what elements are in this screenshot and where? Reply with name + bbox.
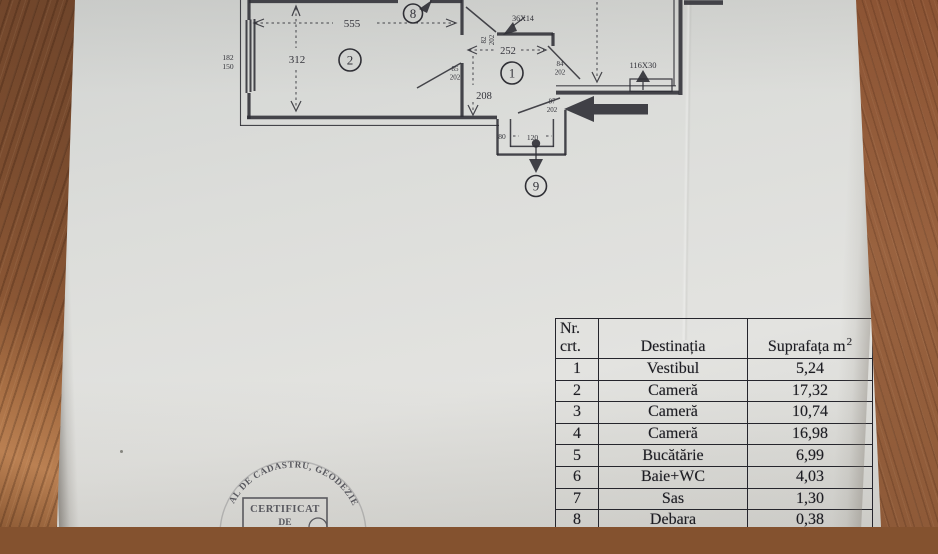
photo-of-floor-plan-document: { "theme":{"ink":"#33333a","paper":"#dcd…: [0, 0, 938, 527]
badge-room1: 1: [509, 66, 516, 81]
door85-height: 202: [450, 74, 461, 82]
dim-312: 312: [289, 54, 306, 66]
header-destinatia-label: Destinația: [640, 338, 706, 355]
table-row: 6 Baie+WC 4,03: [556, 466, 872, 489]
table-row: 3 Cameră 10,74: [556, 402, 872, 424]
cell-nr: 9: [556, 532, 599, 553]
badge-door8: 8: [410, 6, 417, 21]
point-9-arrow: [529, 159, 543, 173]
cell-supra: 0,38: [796, 511, 824, 529]
dimension-arrowheads: [252, 4, 603, 117]
cell-nr: 6: [556, 466, 599, 488]
cell-dest: Sas: [599, 488, 748, 510]
point-9-dot: [531, 139, 541, 148]
table-header-row: Nr. crt. Destinația Suprafața m2: [556, 319, 872, 359]
table-row: 5 Bucătărie 6,99: [556, 445, 872, 467]
window-dim-150: 150: [222, 62, 234, 71]
cell-supra: 4,03: [796, 468, 824, 486]
stamp-line1: CERTIFICAT: [250, 504, 320, 515]
cell-nr: 3: [556, 402, 599, 423]
header-suprafata-label: Suprafața m2: [767, 335, 853, 356]
header-nr: Nr.: [560, 320, 580, 337]
door87-height: 202: [547, 106, 558, 114]
window-dim-182: 182: [222, 53, 234, 62]
cell-dest: [599, 532, 748, 553]
floor-plan-drawing: 8 2 1 9 555 312 252 208 182 150 36X14 11…: [222, 0, 723, 198]
header-destinatia: Destinația: [599, 319, 748, 358]
cell-nr: 4: [556, 423, 599, 445]
cell-dest: Baie+WC: [599, 466, 748, 488]
dim-120: 120: [527, 133, 539, 142]
circled-badges: [338, 3, 548, 198]
cell-supra: 10,74: [792, 403, 828, 421]
table-row-partial: 9 0,36: [556, 532, 872, 554]
door84-width: 84: [557, 60, 565, 68]
kitchen-window-label: 116X30: [629, 60, 656, 70]
direction-arrows: [419, 0, 650, 173]
door85-width: 85: [452, 65, 460, 73]
table-row: 1 Vestibul 5,24: [556, 359, 872, 381]
door87-width: 87: [549, 98, 557, 106]
table-row: 7 Sas 1,30: [556, 488, 872, 511]
cell-nr: 2: [556, 380, 599, 402]
cell-dest: Debara: [599, 510, 748, 527]
cell-supra: 16,98: [792, 425, 828, 443]
vent-label: 36X14: [512, 14, 534, 23]
cell-dest: Cameră: [599, 402, 748, 423]
dim-80: 80: [498, 132, 506, 141]
stamp-emblem-circle: [308, 517, 328, 527]
cell-dest: Vestibul: [599, 359, 748, 380]
kitchen-window-arrow: [636, 70, 650, 82]
entrance-arrow-head: [564, 96, 594, 122]
stamp-inner-box: [242, 497, 328, 527]
cell-supra: 5,24: [796, 360, 824, 378]
stamp-line2: DE: [278, 518, 291, 528]
cell-supra: 17,32: [792, 381, 828, 399]
cell-nr: 5: [556, 445, 599, 466]
cell-dest: Cameră: [599, 423, 748, 445]
stamp-outer-circle: [219, 460, 367, 527]
dim-555: 555: [344, 18, 361, 30]
dim-252: 252: [500, 46, 516, 57]
room-area-table: Nr. crt. Destinația Suprafața m2 1 Vesti…: [555, 318, 873, 554]
cell-supra: 1,30: [796, 489, 824, 507]
header-nr-crt: Nr. crt.: [556, 319, 599, 358]
table-row: 4 Cameră 16,98: [556, 423, 872, 446]
vent-arrow: [503, 22, 517, 35]
door-leaves: [416, 6, 581, 114]
cell-nr: 1: [556, 359, 599, 380]
cell-nr: 7: [556, 488, 599, 510]
header-suprafata-sup: 2: [846, 335, 853, 348]
cell-dest: Bucătărie: [599, 445, 748, 466]
entrance-arrow-shaft: [594, 104, 648, 115]
dim-208: 208: [476, 91, 492, 102]
paper-shading: [57, 0, 881, 527]
table-row: 2 Cameră 17,32: [556, 380, 872, 403]
door82-width: 82: [480, 36, 488, 44]
balcony-threshold: [629, 78, 673, 93]
paper-sheet: 8 2 1 9 555 312 252 208 182 150 36X14 11…: [0, 0, 938, 527]
window-symbol-left: [245, 19, 256, 93]
paper-speck: [120, 450, 123, 453]
badge-point9: 9: [533, 179, 540, 194]
cell-supra: 0,36: [796, 533, 824, 551]
door82-height: 202: [488, 34, 496, 45]
table-row: 8 Debara 0,38: [556, 510, 872, 529]
header-suprafata: Suprafața m2: [748, 319, 872, 358]
cell-nr: 8: [556, 510, 599, 527]
cell-dest: Cameră: [599, 380, 748, 402]
cell-supra: 6,99: [796, 446, 824, 464]
header-crt: crt.: [560, 338, 581, 355]
cadastre-stamp: AL DE CADASTRU, GEODEZIE ȘI CERTIFICAT D…: [205, 450, 367, 528]
door8-arrow: [419, 0, 432, 13]
badge-room2: 2: [347, 53, 354, 68]
door84-height: 202: [555, 69, 566, 77]
header-suprafata-text: Suprafața m: [767, 338, 846, 355]
